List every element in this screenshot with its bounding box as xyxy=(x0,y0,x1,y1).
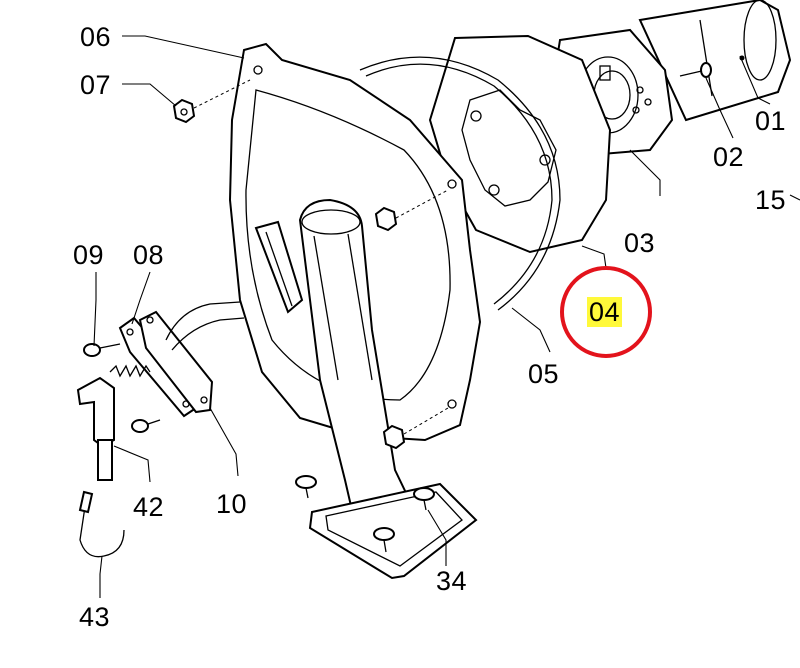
label-part-02: 02 xyxy=(713,142,745,172)
side-bracket xyxy=(254,220,304,314)
part-42-connector xyxy=(76,376,115,481)
label-part-08: 08 xyxy=(133,240,165,270)
label-part-01: 01 xyxy=(755,106,787,136)
part-34-screw-left xyxy=(295,475,317,499)
part-09-screw xyxy=(83,343,121,357)
label-part-43: 43 xyxy=(79,602,111,632)
part-07-nut xyxy=(172,79,251,124)
part-02-screw xyxy=(679,62,712,78)
label-part-09: 09 xyxy=(73,240,105,270)
part-01-motor xyxy=(638,0,792,122)
housing-screw-lower xyxy=(382,407,449,450)
label-part-04: 04 xyxy=(587,297,623,327)
label-part-06: 06 xyxy=(80,22,112,52)
label-part-10: 10 xyxy=(216,489,248,519)
label-part-03: 03 xyxy=(624,228,656,258)
part-05-gasket-ring xyxy=(359,56,561,311)
part-34-screw-bottom xyxy=(373,527,395,553)
label-part-07: 07 xyxy=(80,70,112,100)
label-part-04-text: 04 xyxy=(587,297,623,327)
part-08-electrode-bracket xyxy=(118,310,214,418)
part-43-cable xyxy=(78,490,125,558)
label-part-34: 34 xyxy=(436,566,468,596)
part-10-screw xyxy=(131,419,161,433)
electrode-wires xyxy=(165,301,245,351)
label-part-05: 05 xyxy=(528,359,560,389)
part-34-screw-right xyxy=(413,487,435,511)
label-part-42: 42 xyxy=(133,492,165,522)
electrode-spring xyxy=(109,364,151,378)
housing-screw-upper xyxy=(374,189,449,232)
label-part-15: 15 xyxy=(755,185,787,215)
leader-lines xyxy=(93,35,800,598)
highlight-circle xyxy=(560,266,652,358)
